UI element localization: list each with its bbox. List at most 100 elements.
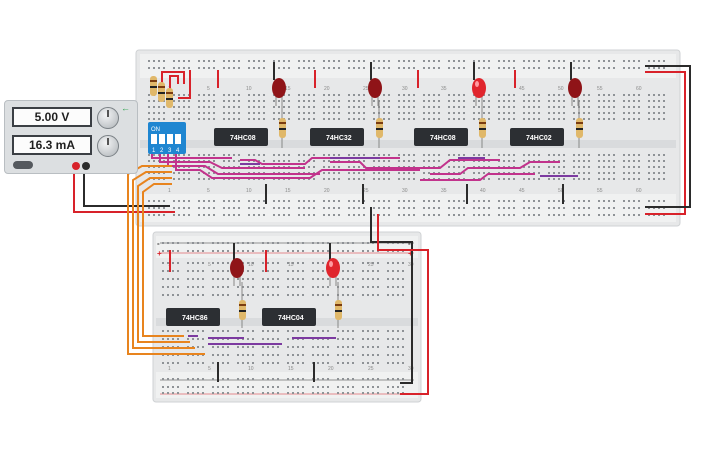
- breadboard-hole[interactable]: [388, 94, 390, 96]
- breadboard-hole[interactable]: [658, 178, 660, 180]
- breadboard-hole[interactable]: [233, 214, 235, 216]
- breadboard-hole[interactable]: [187, 362, 189, 364]
- breadboard-hole[interactable]: [573, 207, 575, 209]
- breadboard-hole[interactable]: [202, 278, 204, 280]
- breadboard-hole[interactable]: [348, 214, 350, 216]
- breadboard-hole[interactable]: [458, 67, 460, 69]
- breadboard-hole[interactable]: [453, 118, 455, 120]
- breadboard-hole[interactable]: [203, 60, 205, 62]
- breadboard-hole[interactable]: [183, 60, 185, 62]
- breadboard-hole[interactable]: [258, 118, 260, 120]
- breadboard-hole[interactable]: [478, 214, 480, 216]
- breadboard-hole[interactable]: [372, 378, 374, 380]
- breadboard-hole[interactable]: [317, 386, 319, 388]
- breadboard-hole[interactable]: [392, 392, 394, 394]
- breadboard-hole[interactable]: [337, 338, 339, 340]
- breadboard-hole[interactable]: [228, 94, 230, 96]
- breadboard-hole[interactable]: [163, 60, 165, 62]
- breadboard-hole[interactable]: [263, 207, 265, 209]
- breadboard-hole[interactable]: [247, 270, 249, 272]
- breadboard-hole[interactable]: [337, 242, 339, 244]
- breadboard-hole[interactable]: [503, 60, 505, 62]
- breadboard-hole[interactable]: [327, 346, 329, 348]
- breadboard-hole[interactable]: [297, 262, 299, 264]
- breadboard-hole[interactable]: [458, 60, 460, 62]
- breadboard-hole[interactable]: [328, 200, 330, 202]
- breadboard-hole[interactable]: [448, 60, 450, 62]
- breadboard-hole[interactable]: [623, 67, 625, 69]
- breadboard-hole[interactable]: [178, 106, 180, 108]
- breadboard-hole[interactable]: [278, 106, 280, 108]
- breadboard-hole[interactable]: [663, 106, 665, 108]
- breadboard-hole[interactable]: [563, 112, 565, 114]
- breadboard-hole[interactable]: [558, 67, 560, 69]
- breadboard-hole[interactable]: [192, 250, 194, 252]
- breadboard-hole[interactable]: [188, 118, 190, 120]
- breadboard-hole[interactable]: [187, 242, 189, 244]
- breadboard-hole[interactable]: [387, 386, 389, 388]
- breadboard-hole[interactable]: [498, 154, 500, 156]
- breadboard-hole[interactable]: [278, 67, 280, 69]
- breadboard-hole[interactable]: [312, 270, 314, 272]
- breadboard-hole[interactable]: [303, 94, 305, 96]
- breadboard-hole[interactable]: [413, 154, 415, 156]
- breadboard-hole[interactable]: [578, 172, 580, 174]
- breadboard-hole[interactable]: [403, 214, 405, 216]
- breadboard-hole[interactable]: [387, 286, 389, 288]
- breadboard-hole[interactable]: [292, 386, 294, 388]
- breadboard-hole[interactable]: [277, 330, 279, 332]
- breadboard-hole[interactable]: [312, 262, 314, 264]
- breadboard-hole[interactable]: [373, 67, 375, 69]
- breadboard-hole[interactable]: [317, 294, 319, 296]
- breadboard-hole[interactable]: [323, 166, 325, 168]
- breadboard-hole[interactable]: [358, 207, 360, 209]
- breadboard-hole[interactable]: [317, 286, 319, 288]
- breadboard-hole[interactable]: [367, 338, 369, 340]
- breadboard-hole[interactable]: [212, 242, 214, 244]
- breadboard-hole[interactable]: [448, 166, 450, 168]
- breadboard-hole[interactable]: [338, 154, 340, 156]
- breadboard-hole[interactable]: [303, 106, 305, 108]
- breadboard-hole[interactable]: [488, 154, 490, 156]
- breadboard-hole[interactable]: [263, 100, 265, 102]
- breadboard-hole[interactable]: [222, 286, 224, 288]
- breadboard-hole[interactable]: [428, 100, 430, 102]
- breadboard-hole[interactable]: [198, 106, 200, 108]
- breadboard-hole[interactable]: [428, 200, 430, 202]
- breadboard-hole[interactable]: [448, 112, 450, 114]
- breadboard-hole[interactable]: [598, 166, 600, 168]
- breadboard-hole[interactable]: [172, 386, 174, 388]
- breadboard-hole[interactable]: [203, 214, 205, 216]
- breadboard-hole[interactable]: [183, 94, 185, 96]
- breadboard-hole[interactable]: [277, 262, 279, 264]
- breadboard-hole[interactable]: [553, 178, 555, 180]
- breadboard-hole[interactable]: [362, 354, 364, 356]
- breadboard-hole[interactable]: [213, 200, 215, 202]
- breadboard-hole[interactable]: [553, 166, 555, 168]
- breadboard-hole[interactable]: [473, 100, 475, 102]
- breadboard-hole[interactable]: [202, 392, 204, 394]
- breadboard-hole[interactable]: [398, 60, 400, 62]
- breadboard-hole[interactable]: [548, 154, 550, 156]
- breadboard-hole[interactable]: [308, 60, 310, 62]
- resistor-top-2[interactable]: [376, 100, 383, 148]
- breadboard-hole[interactable]: [302, 378, 304, 380]
- breadboard-hole[interactable]: [248, 118, 250, 120]
- breadboard-hole[interactable]: [513, 94, 515, 96]
- breadboard-hole[interactable]: [292, 362, 294, 364]
- breadboard-hole[interactable]: [478, 154, 480, 156]
- breadboard-hole[interactable]: [388, 160, 390, 162]
- breadboard-hole[interactable]: [648, 106, 650, 108]
- breadboard-hole[interactable]: [533, 207, 535, 209]
- breadboard-hole[interactable]: [628, 172, 630, 174]
- breadboard-hole[interactable]: [372, 362, 374, 364]
- breadboard-hole[interactable]: [613, 200, 615, 202]
- breadboard-hole[interactable]: [187, 338, 189, 340]
- breadboard-hole[interactable]: [348, 118, 350, 120]
- breadboard-hole[interactable]: [523, 60, 525, 62]
- breadboard-hole[interactable]: [402, 278, 404, 280]
- breadboard-hole[interactable]: [558, 200, 560, 202]
- breadboard-hole[interactable]: [317, 270, 319, 272]
- breadboard-hole[interactable]: [283, 160, 285, 162]
- breadboard-hole[interactable]: [583, 112, 585, 114]
